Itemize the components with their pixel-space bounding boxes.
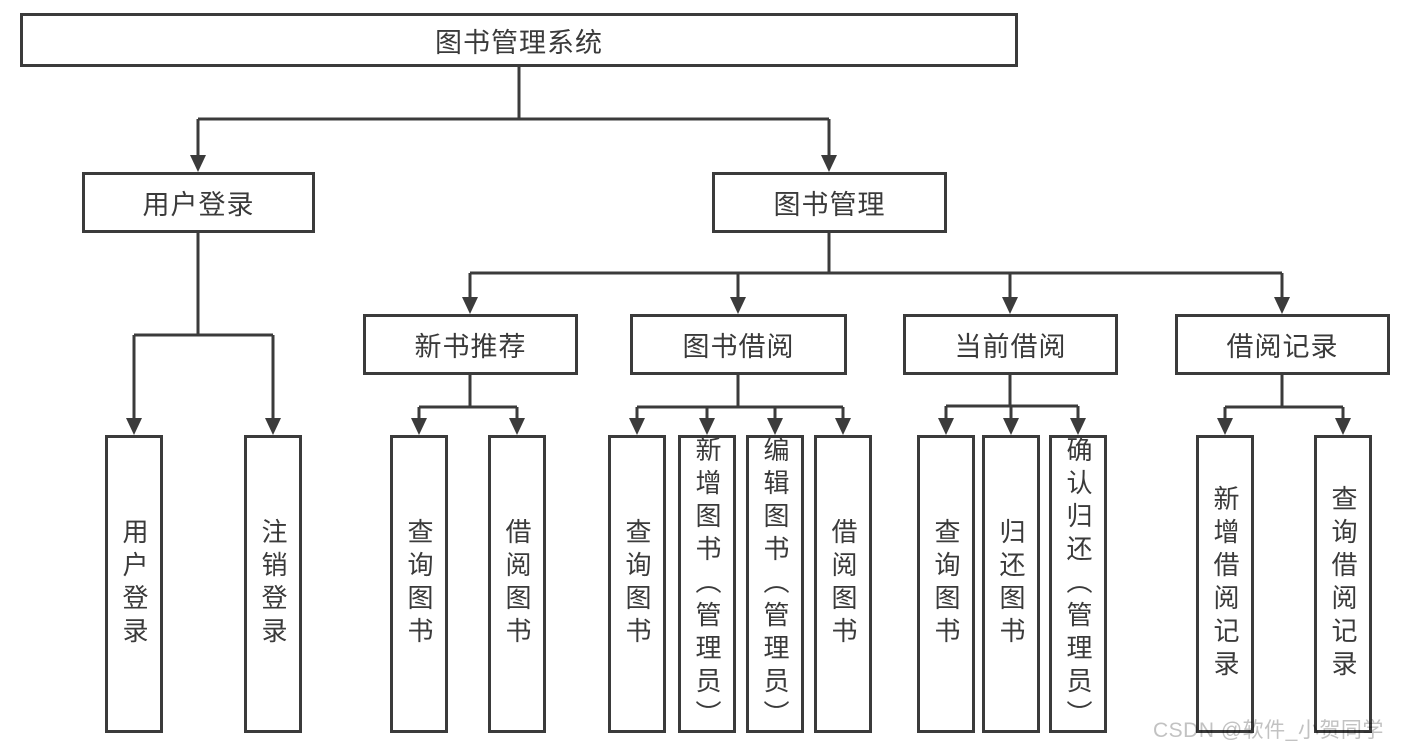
leaf-return-books: 归还图书 <box>982 435 1040 733</box>
node-book-borrow: 图书借阅 <box>630 314 847 375</box>
leaf-query-books-1: 查询图书 <box>390 435 448 733</box>
leaf-label: 确认归还（管理员） <box>1063 435 1093 733</box>
leaf-label: 查询图书 <box>931 518 961 650</box>
leaf-label: 新增图书（管理员） <box>692 435 722 733</box>
leaf-label: 查询借阅记录 <box>1328 485 1358 683</box>
leaf-label: 查询图书 <box>622 518 652 650</box>
node-current-borrow: 当前借阅 <box>903 314 1118 375</box>
leaf-edit-books-admin: 编辑图书（管理员） <box>746 435 804 733</box>
leaf-label: 借阅图书 <box>828 518 858 650</box>
leaf-label: 编辑图书（管理员） <box>760 435 790 733</box>
leaf-logout: 注销登录 <box>244 435 302 733</box>
node-label: 当前借阅 <box>954 332 1067 362</box>
node-new-book-recommend: 新书推荐 <box>363 314 578 375</box>
leaf-label: 新增借阅记录 <box>1210 485 1240 683</box>
leaf-borrow-books-2: 借阅图书 <box>814 435 872 733</box>
node-label: 新书推荐 <box>414 332 527 362</box>
leaf-borrow-books-1: 借阅图书 <box>488 435 546 733</box>
csdn-watermark: CSDN @软件_小贺同学 <box>1153 719 1384 742</box>
node-book-management: 图书管理 <box>712 172 947 233</box>
node-user-login: 用户登录 <box>82 172 315 233</box>
leaf-label: 归还图书 <box>996 518 1026 650</box>
leaf-label: 借阅图书 <box>502 518 532 650</box>
leaf-query-borrow-record: 查询借阅记录 <box>1314 435 1372 733</box>
leaf-confirm-return-admin: 确认归还（管理员） <box>1049 435 1107 733</box>
leaf-query-books-3: 查询图书 <box>917 435 975 733</box>
leaf-query-books-2: 查询图书 <box>608 435 666 733</box>
leaf-label: 查询图书 <box>404 518 434 650</box>
node-label: 用户登录 <box>142 190 255 220</box>
node-label: 图书借阅 <box>682 332 795 362</box>
leaf-label: 用户登录 <box>119 518 149 650</box>
leaf-label: 注销登录 <box>258 518 288 650</box>
node-borrow-records: 借阅记录 <box>1175 314 1390 375</box>
leaf-add-borrow-record: 新增借阅记录 <box>1196 435 1254 733</box>
node-root: 图书管理系统 <box>20 13 1018 67</box>
node-root-label: 图书管理系统 <box>435 27 603 58</box>
node-label: 借阅记录 <box>1226 332 1339 362</box>
node-label: 图书管理 <box>773 190 886 220</box>
leaf-add-books-admin: 新增图书（管理员） <box>678 435 736 733</box>
leaf-user-login: 用户登录 <box>105 435 163 733</box>
